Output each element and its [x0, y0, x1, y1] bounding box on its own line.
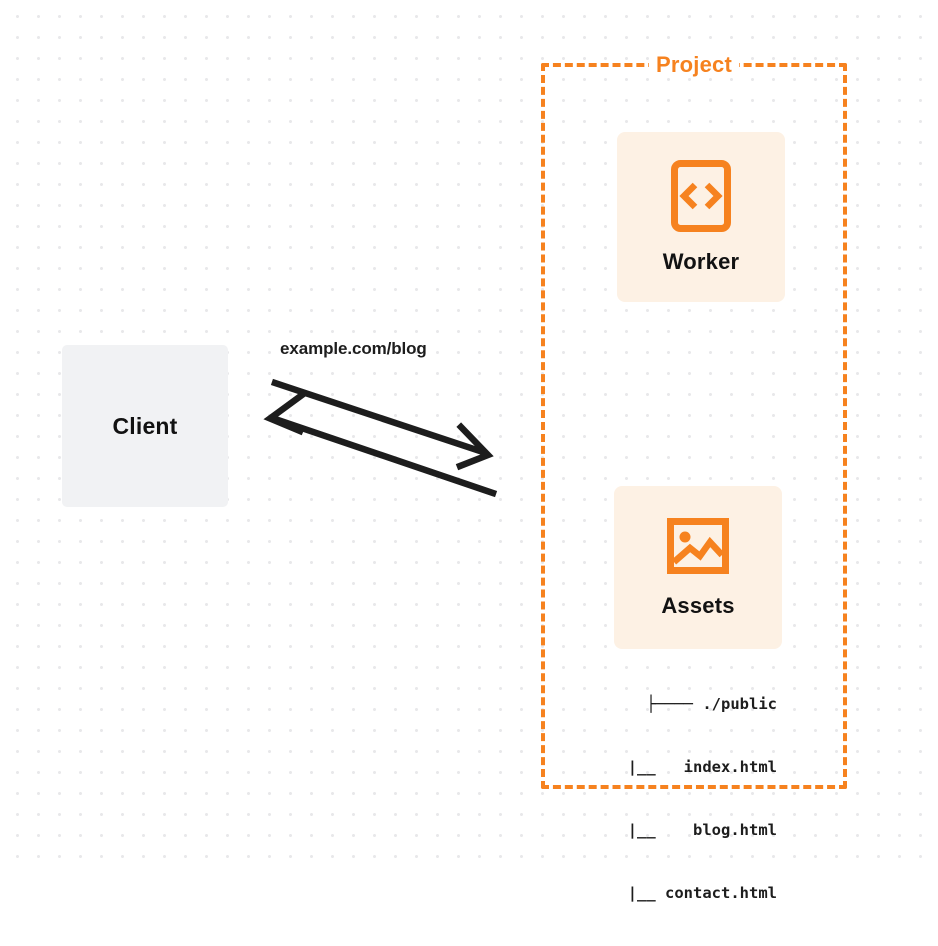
project-container: Project Worker Assets — [541, 52, 847, 902]
connector-arrows — [250, 325, 515, 520]
code-brackets-icon — [670, 159, 732, 233]
request-arrow-icon — [270, 378, 494, 471]
connector-label: example.com/blog — [280, 339, 427, 358]
client-node[interactable]: Client — [62, 345, 228, 507]
connector-arrows-svg — [263, 378, 498, 498]
file-tree-line: ├──── ./public — [646, 695, 777, 713]
image-icon — [666, 517, 730, 575]
response-arrow-icon — [263, 390, 498, 498]
file-tree-line: |__ blog.html — [581, 821, 777, 839]
assets-card-label: Assets — [661, 592, 735, 618]
client-node-label: Client — [112, 412, 178, 439]
worker-card[interactable]: Worker — [617, 132, 785, 302]
file-tree-line: |__ index.html — [581, 758, 777, 776]
assets-card[interactable]: Assets — [614, 486, 782, 649]
assets-file-tree: ├──── ./public |__ index.html |__ blog.h… — [545, 652, 843, 946]
project-title: Project — [649, 52, 739, 78]
diagram-canvas: Client example.com/blog Project — [0, 0, 938, 902]
worker-card-label: Worker — [662, 249, 740, 274]
file-tree-line: |__ contact.html — [581, 884, 777, 902]
